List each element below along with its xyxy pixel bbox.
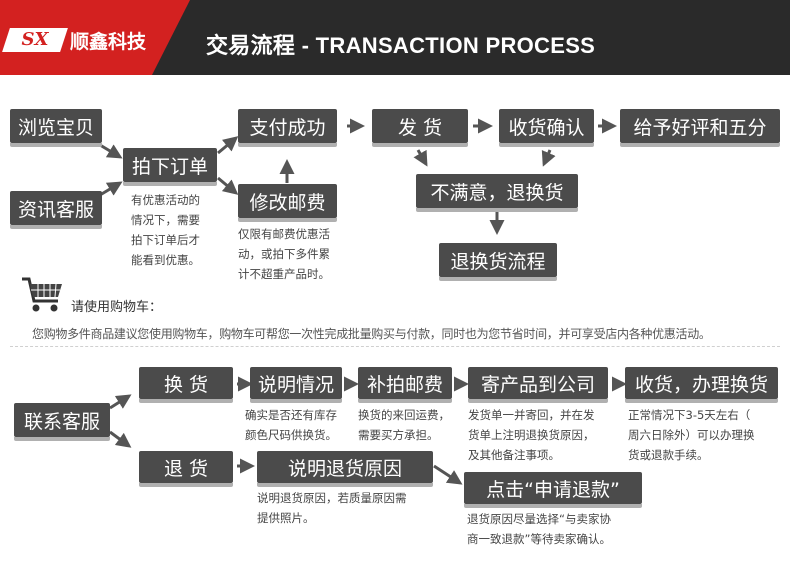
shopping-cart-icon	[22, 277, 62, 312]
step-pay-success: 支付成功	[238, 109, 337, 147]
step-apply-refund: 点击“申请退款”	[464, 472, 642, 508]
arrow-browse-order	[99, 143, 123, 159]
step-return-process: 退换货流程	[439, 243, 557, 281]
header-bar: SX 顺鑫科技 交易流程 - TRANSACTION PROCESS	[0, 0, 790, 75]
arrow-contact-return	[109, 430, 132, 448]
section-divider	[10, 346, 780, 347]
cart-label: 请使用购物车：	[71, 300, 163, 315]
arrow-order-modify	[217, 176, 239, 195]
step-modify-postage: 修改邮费	[238, 184, 337, 222]
step-explain-return: 说明退货原因	[257, 451, 433, 487]
cart-text: 您购物多件商品建议您使用购物车，购物车可帮您一次性完成批量购买与付款，同时也为您…	[32, 327, 711, 341]
company-name: 顺鑫科技	[70, 31, 147, 53]
step-consult: 资讯客服	[10, 191, 102, 229]
step-review: 给予好评和五分	[620, 109, 780, 147]
step-ship: 发 货	[372, 109, 468, 147]
note-apply-refund: 退货原因尽量选择“与卖家协商一致退款”等待卖家确认。	[467, 512, 611, 546]
note-explain-return: 说明退货原因，若质量原因需提供照片。	[257, 491, 407, 525]
step-send-back: 寄产品到公司	[468, 367, 608, 403]
page-title: 交易流程 - TRANSACTION PROCESS	[206, 33, 596, 59]
step-contact-service: 联系客服	[14, 403, 110, 441]
step-order: 拍下订单	[123, 148, 217, 186]
step-return: 退 货	[139, 451, 233, 487]
arrow-ship-unsatisfied	[413, 149, 428, 167]
arrow-consult-order	[99, 181, 123, 197]
arrow-receipt-unsatisfied	[541, 149, 556, 167]
arrow-order-pay	[217, 136, 239, 155]
arrow-contact-exchange	[109, 394, 132, 410]
step-confirm-receipt: 收货确认	[499, 109, 594, 147]
note-explain: 确实是否还有库存颜色尺码供换货。	[245, 408, 337, 442]
note-receive: 正常情况下3-5天左右（周六日除外）可以办理换 货或退款手续。	[628, 408, 755, 462]
step-explain: 说明情况	[250, 367, 342, 403]
note-order: 有优惠活动的情况下，需要 拍下订单后才能看到优惠。	[131, 193, 200, 267]
step-receive-exchange: 收货，办理换货	[625, 367, 778, 403]
step-browse: 浏览宝贝	[10, 109, 102, 147]
arrow-explainreturn-refund	[433, 464, 463, 485]
step-exchange: 换 货	[139, 367, 233, 403]
note-postage: 仅限有邮费优惠活动，或拍下多件累 计不超重产品时。	[238, 227, 330, 281]
step-postage: 补拍邮费	[358, 367, 452, 403]
note-postage-fee: 换货的来回运费，需要买方承担。	[358, 408, 450, 442]
note-send-back: 发货单一并寄回，并在发货单上注明退换货原因， 及其他备注事项。	[468, 408, 595, 462]
step-unsatisfied: 不满意，退换货	[416, 174, 578, 212]
